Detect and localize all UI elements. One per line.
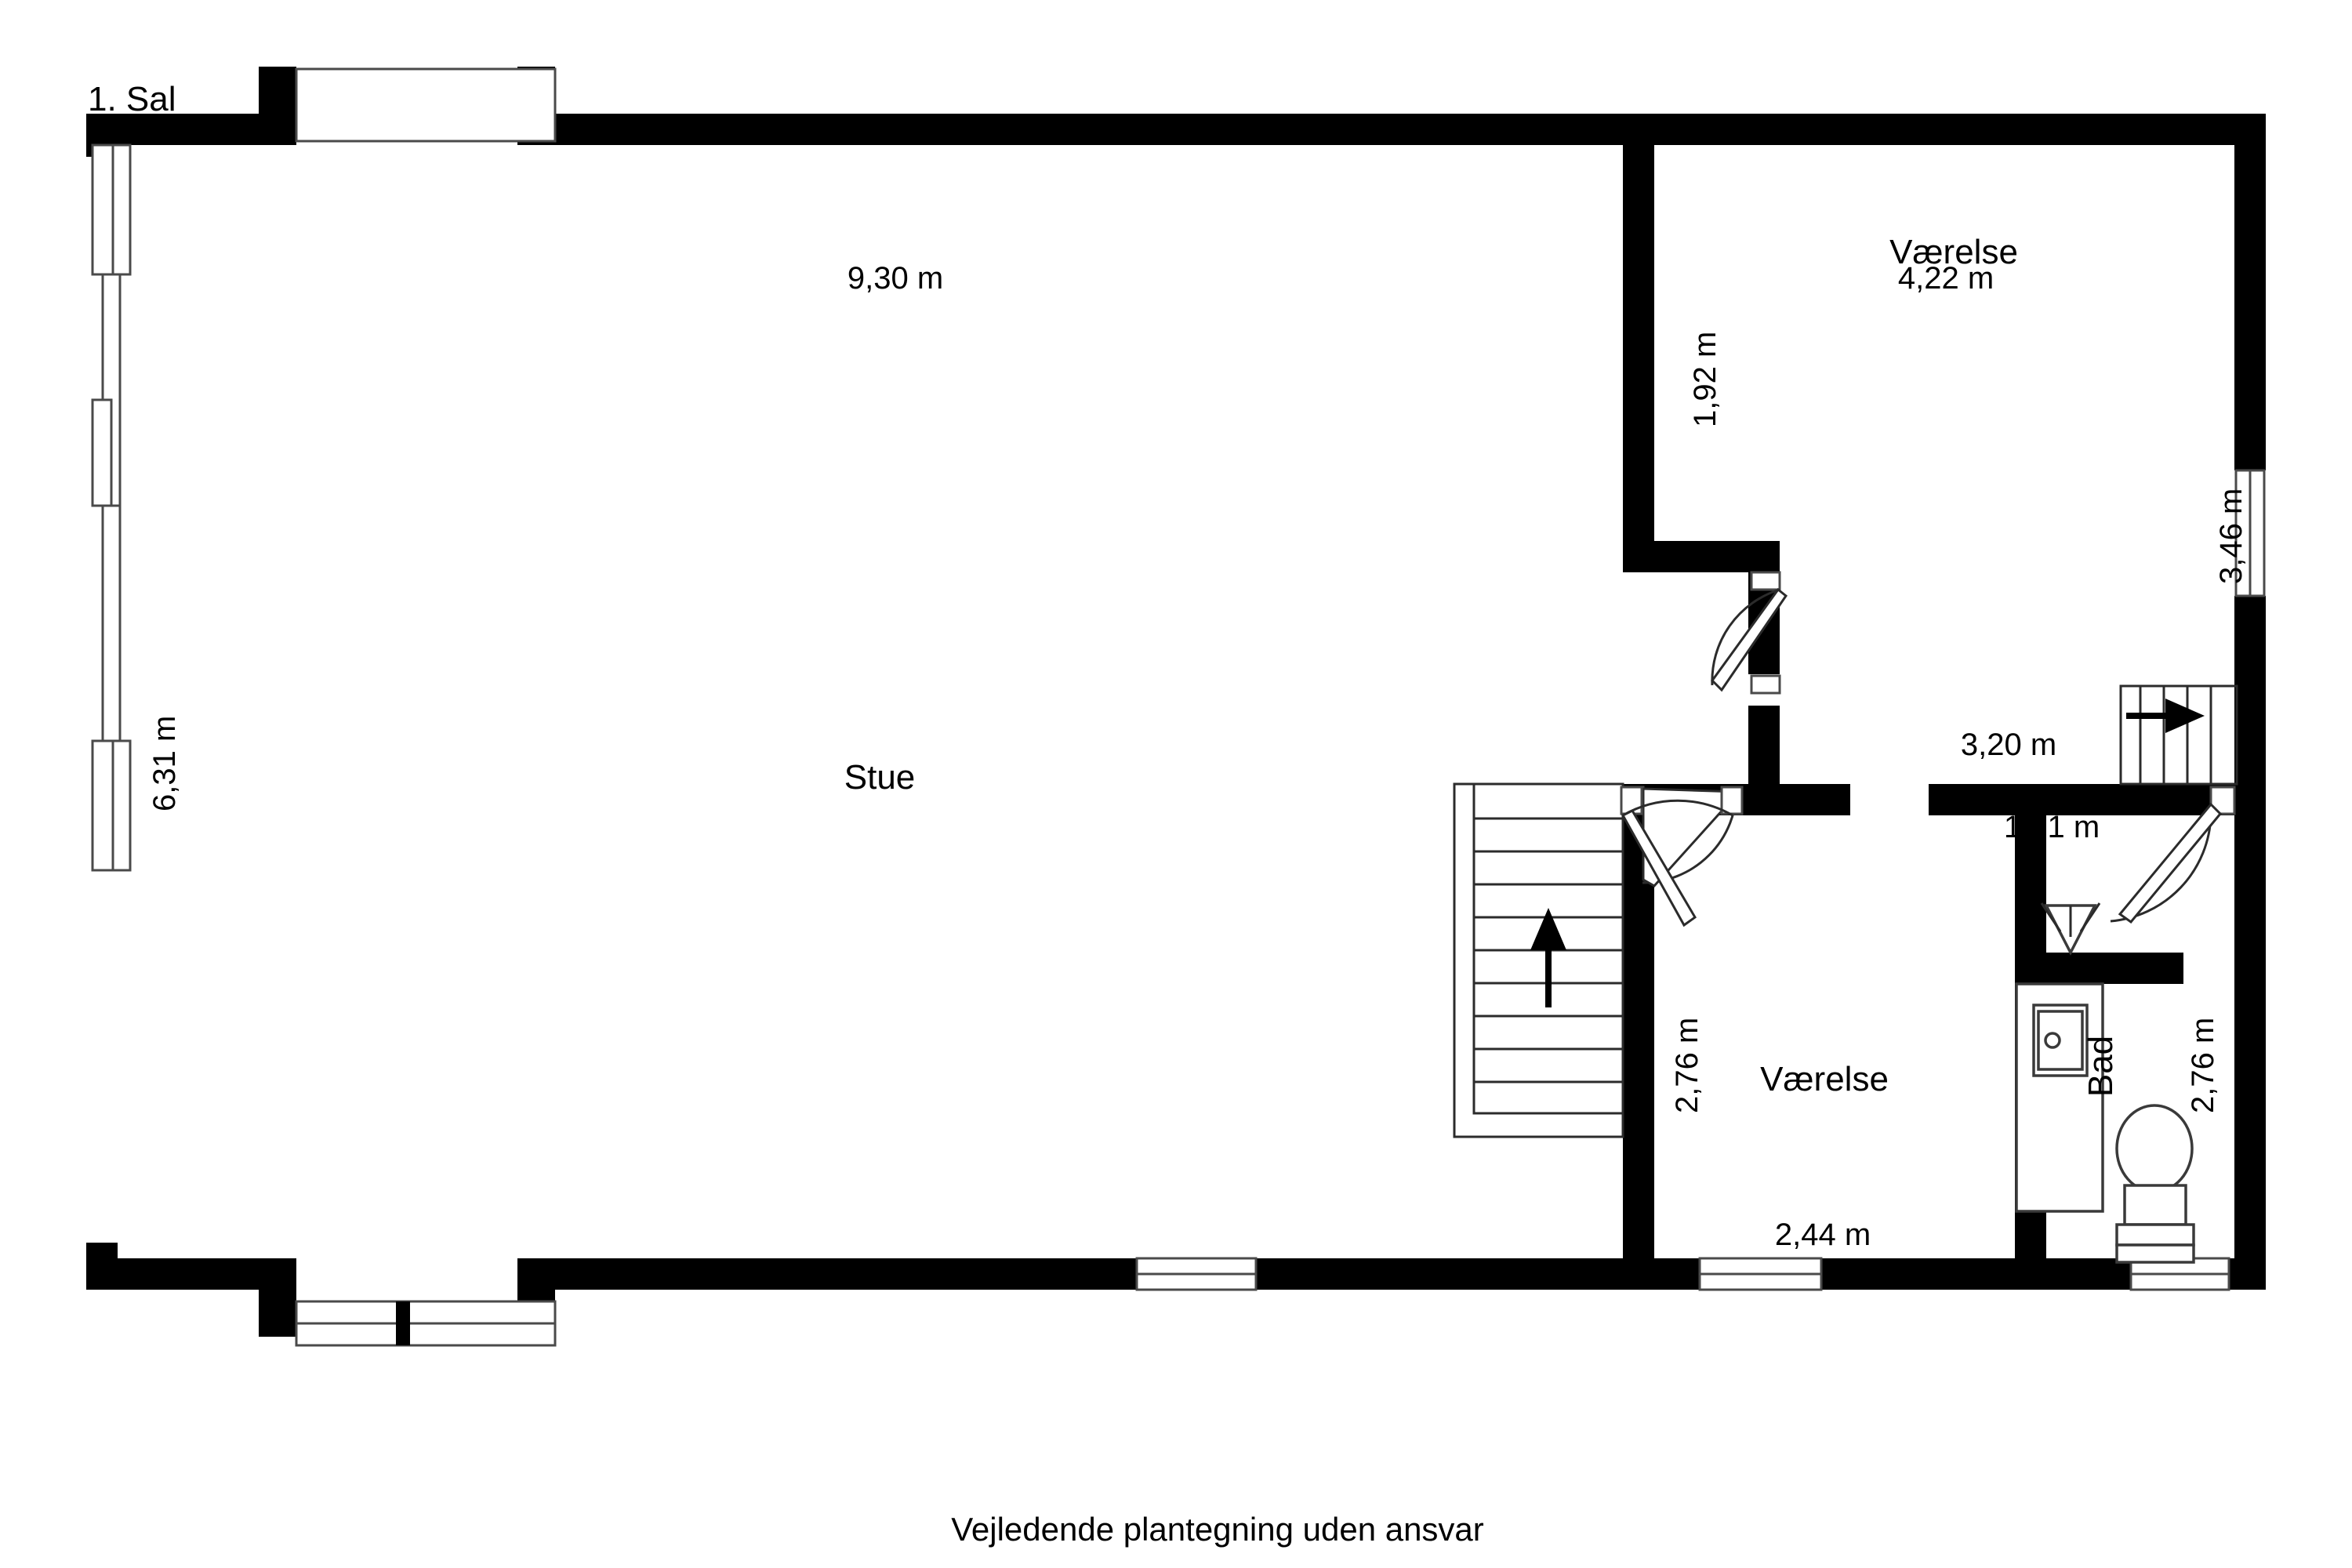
doors xyxy=(1620,571,2236,927)
dim-vaerelse-s-bot: 2,44 m xyxy=(1774,1218,1871,1252)
dim-bad-top: 1,91 m xyxy=(2003,810,2100,844)
dim-hall-width: 3,20 m xyxy=(1960,728,2057,762)
exterior-walls xyxy=(86,67,2266,1337)
floor-drain-icon xyxy=(2040,902,2101,956)
main-stair xyxy=(1453,782,1624,1138)
door-bad xyxy=(2110,786,2236,924)
door-vaerelse-nw xyxy=(1711,571,1788,695)
stair-up-arrow-icon xyxy=(1530,908,1566,1007)
footer-note: Vejledende plantegning uden ansvar xyxy=(951,1511,1484,1548)
dim-bad-right: 2,76 m xyxy=(2186,1017,2220,1113)
interior-walls xyxy=(1623,145,2234,1270)
door-vaerelse-s xyxy=(1620,786,1733,927)
dim-vaerelse-left: 1,92 m xyxy=(1688,331,1722,427)
room-label-vaerelse-nw: Værelse xyxy=(1889,233,2018,271)
stair-right-arrow-icon xyxy=(2126,699,2205,733)
dim-left-stue: 6,31 m xyxy=(147,715,182,811)
small-stair xyxy=(2119,684,2238,786)
room-label-stue: Stue xyxy=(844,758,916,797)
dim-vaerelse-s-left: 2,76 m xyxy=(1670,1017,1704,1113)
room-label-bad: Bad xyxy=(2082,1035,2120,1098)
room-label-vaerelse-s: Værelse xyxy=(1760,1060,1889,1098)
windows xyxy=(91,67,2266,1347)
dim-top-vaerelse: 4,22 m xyxy=(1897,261,1994,296)
bathroom-fixtures xyxy=(2015,902,2195,1264)
toilet-icon xyxy=(2115,1104,2195,1264)
dim-right-vaerelse: 3,46 m xyxy=(2214,488,2249,584)
dim-top-stue: 9,30 m xyxy=(847,261,944,296)
floor-label: 1. Sal xyxy=(88,80,176,118)
